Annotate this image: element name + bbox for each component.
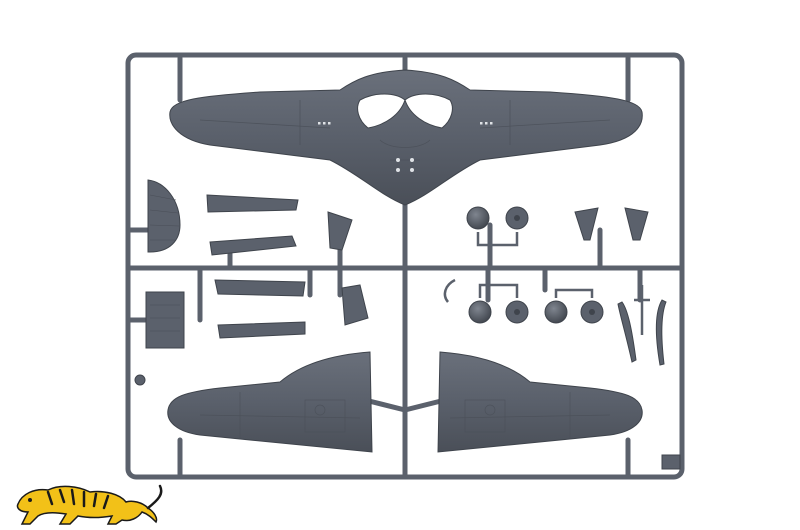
flap-part-2 (209, 235, 297, 256)
upper-wing-part (169, 69, 643, 206)
wheel-part-1 (466, 206, 490, 230)
small-mast-part (634, 285, 650, 335)
gear-leg-part-1 (574, 207, 599, 241)
gear-leg-part-2 (624, 207, 649, 241)
flap-part-4 (217, 321, 306, 339)
gear-door-part-2 (341, 284, 369, 326)
rudder-part (147, 179, 181, 253)
wheel-part-5 (544, 300, 568, 324)
wheel-part-4 (505, 300, 529, 324)
flap-part-3 (214, 279, 306, 297)
lower-wing-left-part (167, 351, 373, 453)
wheel-part-2 (505, 206, 529, 230)
cowl-panel-part (145, 291, 185, 349)
wheel-part-3 (468, 300, 492, 324)
small-bracket-part (134, 374, 146, 386)
gear-door-part-1 (327, 211, 353, 251)
exhaust-part-left (617, 301, 637, 363)
exhaust-part-right (655, 299, 667, 366)
flap-part-1 (206, 194, 299, 213)
tiger-logo-icon (16, 484, 163, 525)
lower-wing-right-part (437, 351, 643, 453)
wheel-part-6 (580, 300, 604, 324)
sprue-tag (661, 454, 681, 470)
